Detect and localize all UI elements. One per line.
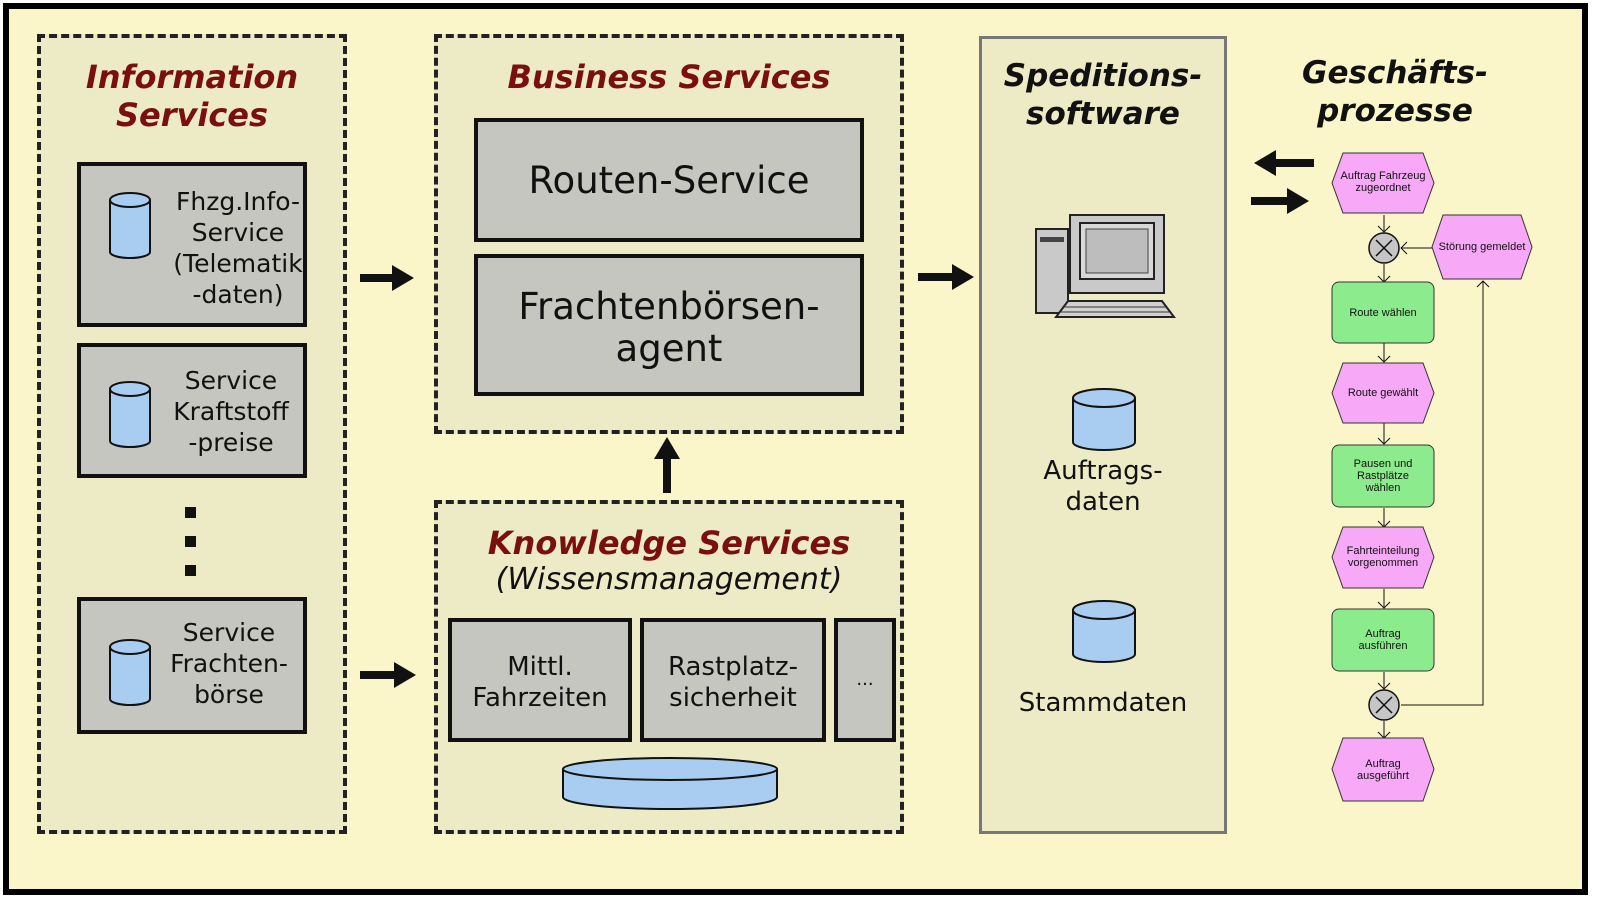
process-event-auftrag-fahrzeug-zugeordnet: Auftrag Fahrzeug zugeordnet bbox=[1331, 152, 1435, 214]
routen-service-box: Routen-Service bbox=[474, 118, 864, 242]
process-event-route-gewaehlt: Route gewählt bbox=[1331, 362, 1435, 424]
process-event-fahrteinteilung-vorgenommen: Fahrteinteilung vorgenommen bbox=[1331, 526, 1435, 589]
arrow-right-icon bbox=[360, 662, 416, 688]
knowledge-label-fahrzeiten: Mittl. Fahrzeiten bbox=[472, 652, 608, 713]
xor-connector-icon bbox=[1368, 232, 1400, 264]
info-service-box-frachtenboerse: Service Frachten- börse bbox=[77, 597, 307, 734]
process-event-label: Störung gemeldet bbox=[1438, 241, 1526, 253]
process-function-label: Pausen und Rastplätze wählen bbox=[1353, 458, 1413, 494]
knowledge-label-rastplatz: Rastplatz- sicherheit bbox=[667, 652, 799, 713]
info-service-label-kraftstoff: Service Kraftstoff -preise bbox=[173, 366, 289, 457]
process-flow-lines bbox=[1377, 215, 1490, 739]
arrow-up-icon bbox=[654, 437, 680, 493]
auftragsdaten-label: Auftrags- daten bbox=[1043, 456, 1163, 517]
database-icon bbox=[109, 381, 151, 448]
process-function-pausen-rastplaetze: Pausen und Rastplätze wählen bbox=[1331, 444, 1435, 508]
database-icon bbox=[109, 639, 151, 706]
process-event-label: Route gewählt bbox=[1347, 387, 1419, 399]
information-services-title: Information Services bbox=[85, 58, 299, 134]
knowledge-box-rastplatz: Rastplatz- sicherheit bbox=[640, 618, 826, 742]
info-service-label-telematik: Fhzg.Info- Service (Telematik -daten) bbox=[173, 187, 303, 309]
arrow-right-icon bbox=[360, 265, 414, 291]
process-function-auftrag-ausfuehren: Auftrag ausführen bbox=[1331, 608, 1435, 672]
xor-connector-icon bbox=[1368, 689, 1400, 721]
info-service-box-telematik: Fhzg.Info- Service (Telematik -daten) bbox=[77, 162, 307, 327]
business-services-title: Business Services bbox=[507, 58, 831, 96]
knowledge-label-more: ... bbox=[856, 669, 874, 690]
ellipsis-dot bbox=[185, 507, 196, 518]
process-event-auftrag-ausgefuehrt: Auftrag ausgeführt bbox=[1331, 737, 1435, 802]
stammdaten-label: Stammdaten bbox=[1018, 688, 1188, 718]
process-event-label: Fahrteinteilung vorgenommen bbox=[1346, 545, 1420, 569]
knowledge-database-icon bbox=[562, 757, 778, 810]
auftragsdaten-database-icon bbox=[1072, 388, 1136, 451]
frachtenboersen-agent-label: Frachtenbörsen- agent bbox=[518, 285, 820, 370]
routen-service-label: Routen-Service bbox=[528, 159, 810, 202]
frachtenboersen-agent-box: Frachtenbörsen- agent bbox=[474, 254, 864, 396]
process-function-label: Route wählen bbox=[1349, 307, 1417, 319]
process-function-route-waehlen: Route wählen bbox=[1331, 281, 1435, 344]
knowledge-box-more: ... bbox=[834, 618, 896, 742]
info-service-box-kraftstoff: Service Kraftstoff -preise bbox=[77, 343, 307, 478]
database-icon bbox=[109, 192, 151, 259]
arrow-right-icon bbox=[1251, 188, 1309, 214]
process-event-label: Auftrag Fahrzeug zugeordnet bbox=[1340, 170, 1426, 194]
knowledge-box-fahrzeiten: Mittl. Fahrzeiten bbox=[448, 618, 632, 742]
arrow-right-icon bbox=[918, 264, 974, 290]
process-event-label: Auftrag ausgeführt bbox=[1357, 758, 1409, 782]
process-function-label: Auftrag ausführen bbox=[1358, 628, 1408, 652]
speditionssoftware-title: Speditions- software bbox=[1003, 58, 1203, 132]
ellipsis-dot bbox=[185, 536, 196, 547]
knowledge-services-title: Knowledge Services bbox=[487, 524, 851, 562]
knowledge-services-subtitle: (Wissensmanagement) bbox=[495, 562, 843, 597]
stammdaten-database-icon bbox=[1072, 600, 1136, 663]
geschaeftsprozesse-title: Geschäfts- prozesse bbox=[1302, 55, 1488, 129]
ellipsis-dot bbox=[185, 565, 196, 576]
desktop-computer-icon bbox=[1035, 214, 1176, 318]
info-service-label-frachtenboerse: Service Frachten- börse bbox=[170, 618, 288, 709]
process-event-stoerung-gemeldet: Störung gemeldet bbox=[1431, 214, 1533, 280]
arrow-left-icon bbox=[1254, 150, 1314, 176]
